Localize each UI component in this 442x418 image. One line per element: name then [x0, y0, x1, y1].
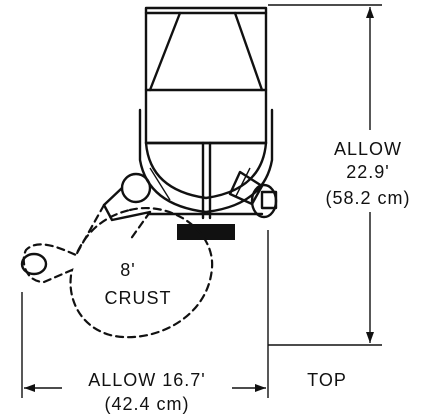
right-arm — [228, 167, 278, 219]
height-dimension-line — [268, 4, 382, 346]
left-arm — [102, 167, 171, 222]
hopper-funnel — [148, 11, 264, 92]
crust-handle-knob — [20, 252, 48, 276]
bowl-curve — [144, 141, 268, 200]
right-knob — [250, 183, 278, 219]
crust-size-label: 8' — [120, 260, 135, 280]
width-dimension-line — [21, 230, 269, 398]
height-label-allow: ALLOW — [334, 139, 402, 159]
left-strut — [149, 167, 171, 201]
width-label-metric: (42.4 cm) — [104, 394, 189, 414]
right-knob-cap — [260, 190, 278, 210]
crust-arm-dash — [74, 203, 106, 257]
view-label-top: TOP — [307, 370, 347, 390]
width-arrow-left — [24, 384, 35, 392]
bowl-assembly — [138, 108, 274, 240]
base-block — [177, 224, 235, 240]
right-strut — [235, 167, 251, 197]
height-arrow-top — [366, 7, 374, 18]
crust-dashed-circle — [22, 207, 214, 339]
housing-frame — [144, 6, 268, 145]
upper-housing — [144, 6, 268, 145]
left-pivot-wheel — [120, 172, 152, 204]
height-label-imperial: 22.9' — [346, 162, 389, 182]
height-label-metric: (58.2 cm) — [325, 188, 410, 208]
height-arrow-bottom — [366, 332, 374, 343]
crust-outline — [20, 203, 214, 339]
crust-word-label: CRUST — [105, 288, 172, 308]
left-arm-linkage — [102, 186, 152, 222]
width-label-allow: ALLOW 16.7' — [88, 370, 206, 390]
crust-inner-dash — [128, 210, 152, 242]
width-arrow-right — [255, 384, 266, 392]
